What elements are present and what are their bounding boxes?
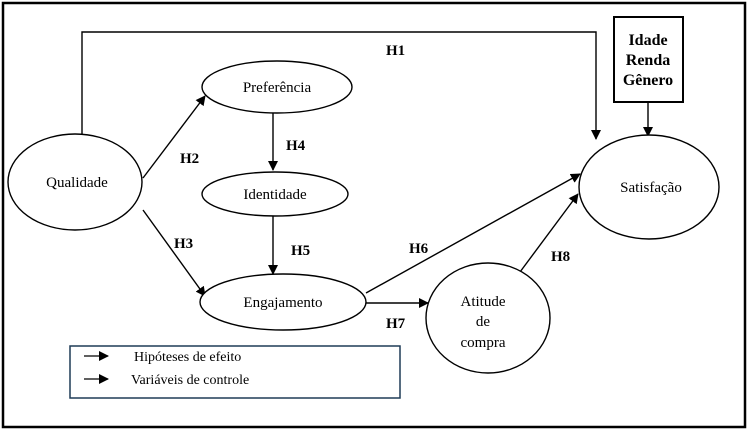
node-qualidade [7, 133, 143, 231]
node-satisfacao [578, 134, 720, 240]
node-atitude-label-line1: Atitude [461, 294, 506, 310]
edge-h3 [142, 209, 206, 297]
label-h8: H8 [551, 249, 570, 265]
node-atitude-label-line2: de [476, 314, 491, 330]
legend-effect-label: Hipóteses de efeito [134, 350, 241, 365]
edge-h6 [365, 173, 581, 294]
node-preferencia [201, 60, 353, 114]
control-variable-idade: Idade [628, 32, 667, 49]
legend-control-label: Variáveis de controle [131, 373, 249, 388]
node-satisfacao-label: Satisfação [620, 180, 682, 196]
node-engajamento-label: Engajamento [243, 295, 322, 311]
label-h1: H1 [386, 43, 405, 59]
label-h3: H3 [174, 236, 193, 252]
control-variable-renda: Renda [626, 52, 670, 69]
control-variables-box [613, 16, 684, 103]
node-preferencia-label: Preferência [243, 80, 312, 96]
node-identidade-label: Identidade [243, 187, 307, 203]
edge-h2 [142, 95, 206, 179]
control-variable-genero: Gênero [623, 72, 673, 89]
node-atitude-de-compra [425, 262, 551, 374]
node-identidade [201, 171, 349, 217]
label-h4: H4 [286, 138, 306, 154]
label-h7: H7 [386, 316, 406, 332]
label-h6: H6 [409, 241, 429, 257]
legend-box [69, 345, 401, 399]
label-h5: H5 [291, 243, 310, 259]
edge-h1 [81, 31, 601, 140]
node-atitude-label-line3: compra [461, 335, 506, 351]
node-qualidade-label: Qualidade [46, 175, 108, 191]
label-h2: H2 [180, 151, 199, 167]
node-engajamento [199, 273, 367, 331]
edge-h8 [519, 193, 579, 273]
